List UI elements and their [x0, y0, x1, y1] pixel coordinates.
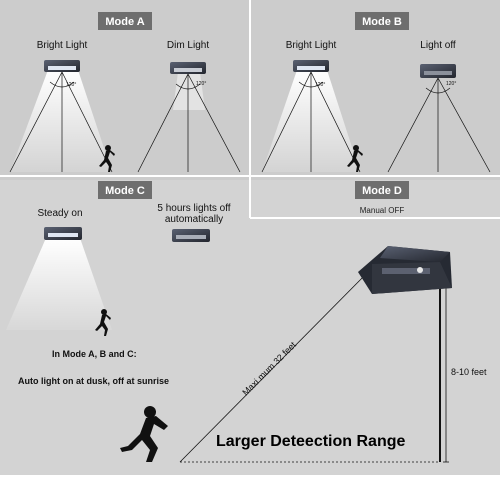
- mode-c-title: Mode C: [105, 185, 145, 197]
- mode-b-right-angle: 120°: [446, 81, 456, 87]
- mode-d-subtitle: Manual OFF: [360, 206, 405, 215]
- mode-a-left-angle: 120°: [66, 82, 76, 88]
- mode-d-title: Mode D: [362, 185, 402, 197]
- mode-b-title: Mode B: [362, 16, 402, 28]
- mode-b-left-label: Bright Light: [286, 40, 337, 51]
- mode-a-runner-icon: [99, 145, 115, 172]
- mode-a-bright-beam: [10, 70, 112, 172]
- mode-a-tab: [98, 12, 152, 30]
- mode-d-tab: [355, 181, 409, 199]
- mode-b-tab: [355, 12, 409, 30]
- mode-d-panel: Mode D Manual OFF: [355, 181, 409, 215]
- mode-b-left-angle: 120°: [315, 82, 325, 88]
- mode-a-panel: Mode A Bright Light Dim Light 120° 120°: [9, 12, 241, 173]
- mode-a-right-label: Dim Light: [167, 40, 209, 51]
- mode-b-right-label: Light off: [420, 40, 456, 51]
- panel-dividers: [0, 0, 500, 219]
- distance-line: [179, 267, 373, 463]
- mode-b-runner-icon: [347, 145, 363, 172]
- mode-c-left-label: Steady on: [37, 208, 82, 219]
- range-headline: Larger Deteection Range: [216, 433, 405, 450]
- mode-b-panel: Mode B Bright Light Light off 120° 120°: [261, 12, 491, 173]
- mode-a-dim-beam: [173, 72, 205, 110]
- mode-c-steady-beam: [6, 238, 112, 330]
- mode-note-line1: In Mode A, B and C:: [52, 349, 137, 359]
- mode-a-left-label: Bright Light: [37, 40, 88, 51]
- mode-a-right-angle: 120°: [196, 81, 206, 87]
- mode-c-right-label-line2: automatically: [165, 214, 223, 225]
- mode-c-tab: [98, 181, 152, 199]
- mode-c-runner-icon: [95, 309, 111, 336]
- mode-a-title: Mode A: [105, 16, 144, 28]
- mode-note-line2: Auto light on at dusk, off at sunrise: [18, 376, 169, 386]
- mode-c-panel: Mode C Steady on 5 hours lights off auto…: [6, 181, 231, 386]
- height-label: 8-10 feet: [451, 367, 487, 377]
- range-runner-icon: [120, 406, 168, 462]
- mode-c-right-label-line1: 5 hours lights off: [157, 203, 230, 214]
- mode-d-device: [358, 246, 452, 294]
